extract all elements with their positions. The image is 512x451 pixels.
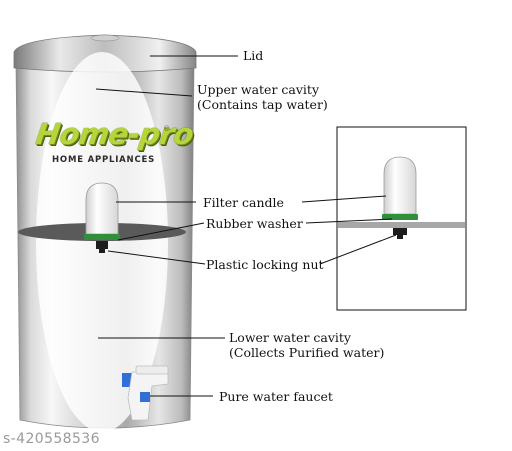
leader-inset-filter (301, 195, 387, 203)
brand-logo: Home-pro (33, 117, 196, 151)
locking-nut-shape (96, 241, 108, 249)
lid-knob (90, 34, 120, 42)
label-lid: Lid (243, 48, 263, 63)
label-rubber-washer: Rubber washer (206, 216, 303, 231)
label-filter-candle-text: Filter candle (203, 195, 284, 210)
inset-locking-nut (393, 228, 407, 235)
stock-watermark: s-420558536 (3, 431, 100, 447)
inset-filter-candle (383, 156, 417, 215)
label-locking-nut: Plastic locking nut (206, 257, 324, 272)
leader-inset-nut (319, 234, 397, 265)
leader-upper-cavity (95, 88, 193, 97)
leader-lines (95, 55, 397, 397)
inset-nut-stem (397, 235, 403, 239)
label-locking-nut-text: Plastic locking nut (206, 257, 324, 272)
label-lower-cavity-title: Lower water cavity (229, 330, 351, 345)
inset-partition (338, 222, 465, 228)
leader-locking-nut (107, 250, 206, 265)
leader-rubber-washer (117, 222, 205, 241)
label-upper-cavity: Upper water cavity (Contains tap water) (197, 82, 328, 112)
label-faucet: Pure water faucet (219, 389, 333, 404)
label-upper-cavity-title: Upper water cavity (197, 82, 320, 97)
label-rubber-washer-text: Rubber washer (206, 216, 303, 231)
filter-candle-shape (85, 182, 119, 235)
label-lid-text: Lid (243, 48, 264, 63)
label-faucet-text: Pure water faucet (219, 389, 333, 404)
faucet-ring (140, 392, 150, 402)
label-filter-candle: Filter candle (203, 195, 284, 210)
nut-stem (99, 249, 105, 253)
leader-inset-washer (305, 218, 393, 224)
label-lower-cavity: Lower water cavity (Collects Purified wa… (229, 330, 384, 360)
label-lower-cavity-note: (Collects Purified water) (229, 345, 385, 360)
label-upper-cavity-note: (Contains tap water) (197, 97, 328, 112)
faucet-handle (135, 365, 169, 375)
rubber-washer-shape (84, 234, 120, 240)
brand-tagline: HOME APPLIANCES (52, 155, 156, 165)
inset-rubber-washer (382, 214, 418, 220)
registered-mark: ® (163, 125, 170, 133)
